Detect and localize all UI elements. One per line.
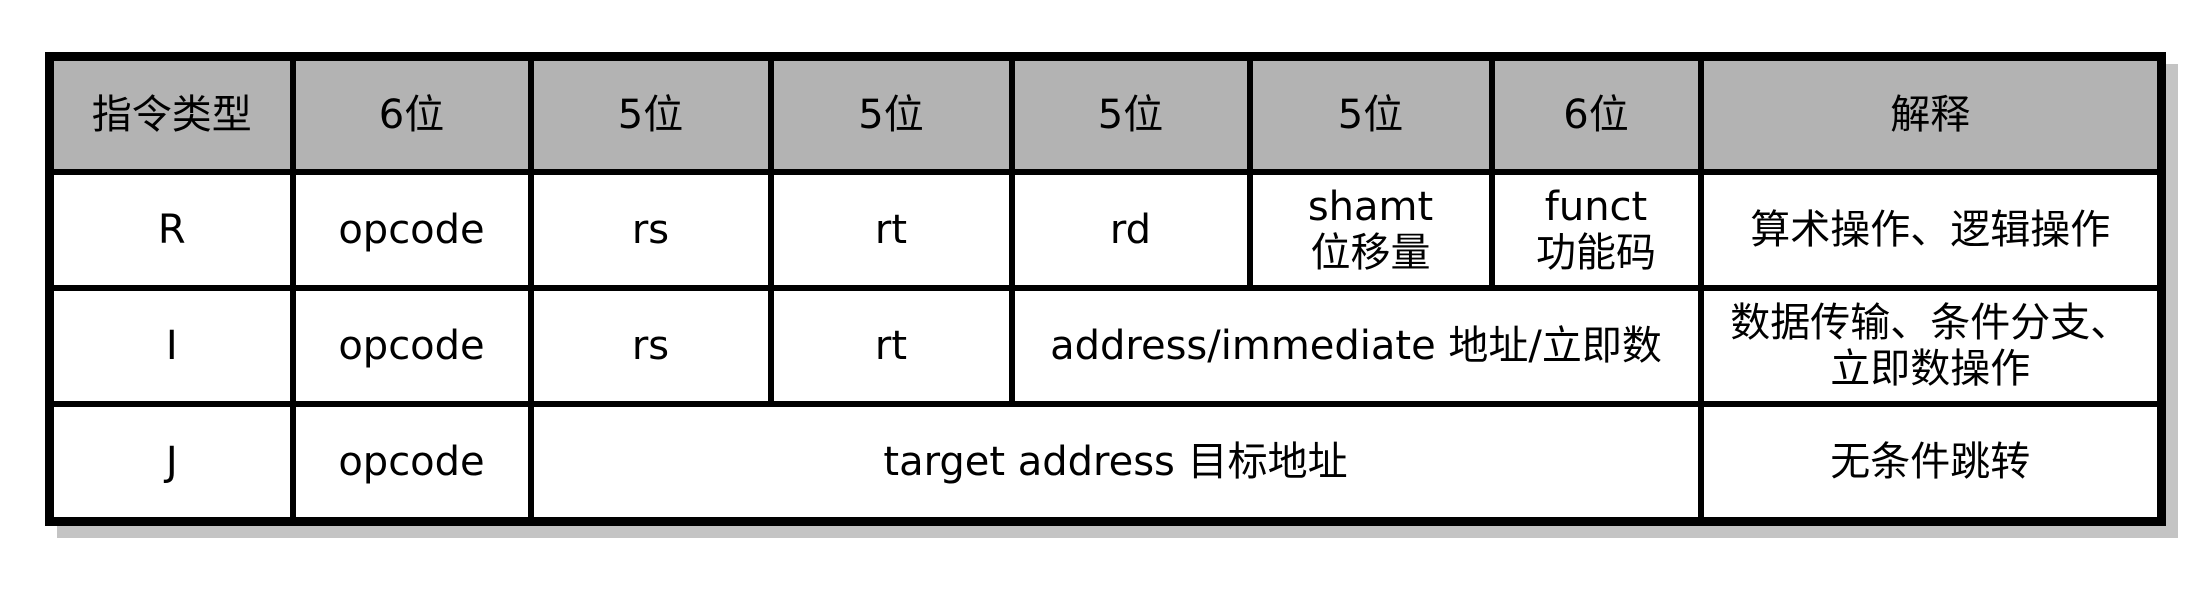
table-row-j: J opcode target address 目标地址 无条件跳转: [46, 401, 2165, 525]
header-row: 指令类型 6位 5位 5位 5位 5位 6位 解释: [46, 53, 2165, 175]
cell-r-explain: 算术操作、逻辑操作: [1697, 169, 2165, 291]
cell-r-rd: rd: [1008, 169, 1253, 291]
header-cell-6bit-2: 6位: [1488, 53, 1704, 175]
shamt-label-zh: 位移量: [1310, 230, 1431, 276]
cell-j-target-address: target address 目标地址: [527, 401, 1704, 525]
cell-r-opcode: opcode: [289, 169, 534, 291]
cell-i-address-immediate: address/immediate 地址/立即数: [1008, 285, 1704, 407]
header-cell-5bit-4: 5位: [1246, 53, 1495, 175]
header-cell-explain: 解释: [1697, 53, 2165, 175]
cell-r-rt: rt: [767, 169, 1015, 291]
mips-instruction-format-table: 指令类型 6位 5位 5位 5位 5位 6位 解释 R opcode rs rt…: [45, 52, 2166, 526]
cell-j-type: J: [46, 401, 296, 525]
cell-i-explain: 数据传输、条件分支、 立即数操作: [1697, 285, 2165, 407]
header-cell-5bit-2: 5位: [767, 53, 1015, 175]
cell-r-rs: rs: [527, 169, 774, 291]
table-row-i: I opcode rs rt address/immediate 地址/立即数 …: [46, 285, 2165, 407]
table-row-r: R opcode rs rt rd shamt 位移量 funct 功能码 算术…: [46, 169, 2165, 291]
header-cell-5bit-3: 5位: [1008, 53, 1253, 175]
cell-i-type: I: [46, 285, 296, 407]
table-header: 指令类型 6位 5位 5位 5位 5位 6位 解释: [46, 53, 2165, 175]
header-cell-6bit: 6位: [289, 53, 534, 175]
i-explain-line1: 数据传输、条件分支、: [1730, 300, 2131, 346]
funct-label-zh: 功能码: [1536, 230, 1656, 276]
cell-r-type: R: [46, 169, 296, 291]
header-cell-5bit-1: 5位: [527, 53, 774, 175]
cell-r-shamt: shamt 位移量: [1246, 169, 1495, 291]
shamt-label-en: shamt: [1307, 184, 1434, 230]
funct-label-en: funct: [1544, 184, 1648, 230]
header-cell-instruction-type: 指令类型: [46, 53, 296, 175]
cell-i-opcode: opcode: [289, 285, 534, 407]
table-body: R opcode rs rt rd shamt 位移量 funct 功能码 算术…: [46, 169, 2165, 525]
i-explain-line2: 立即数操作: [1830, 346, 2031, 392]
cell-j-opcode: opcode: [289, 401, 534, 525]
cell-r-funct: funct 功能码: [1488, 169, 1704, 291]
cell-i-rt: rt: [767, 285, 1015, 407]
cell-j-explain: 无条件跳转: [1697, 401, 2165, 525]
cell-i-rs: rs: [527, 285, 774, 407]
